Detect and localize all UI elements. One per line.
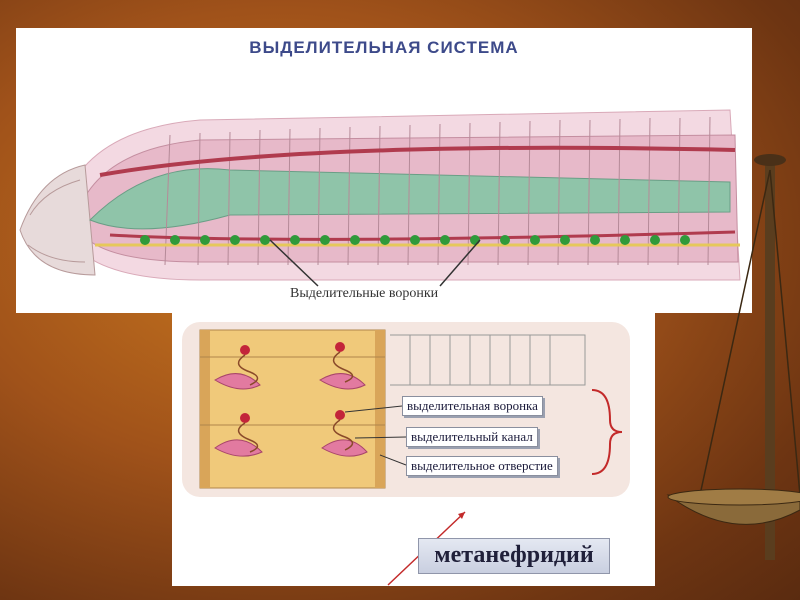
- metanephridium-label: метанефридий: [418, 538, 610, 574]
- funnels-caption: Выделительные воронки: [290, 286, 439, 301]
- slide-title: ВЫДЕЛИТЕЛЬНАЯ СИСТЕМА: [249, 38, 519, 57]
- label-excretory-canal: выделительный канал: [406, 427, 538, 447]
- earthworm-illustration: [19, 109, 741, 287]
- label-excretory-opening: выделительное отверстие: [406, 456, 558, 476]
- label-excretory-funnel: выделительная воронка: [402, 396, 543, 416]
